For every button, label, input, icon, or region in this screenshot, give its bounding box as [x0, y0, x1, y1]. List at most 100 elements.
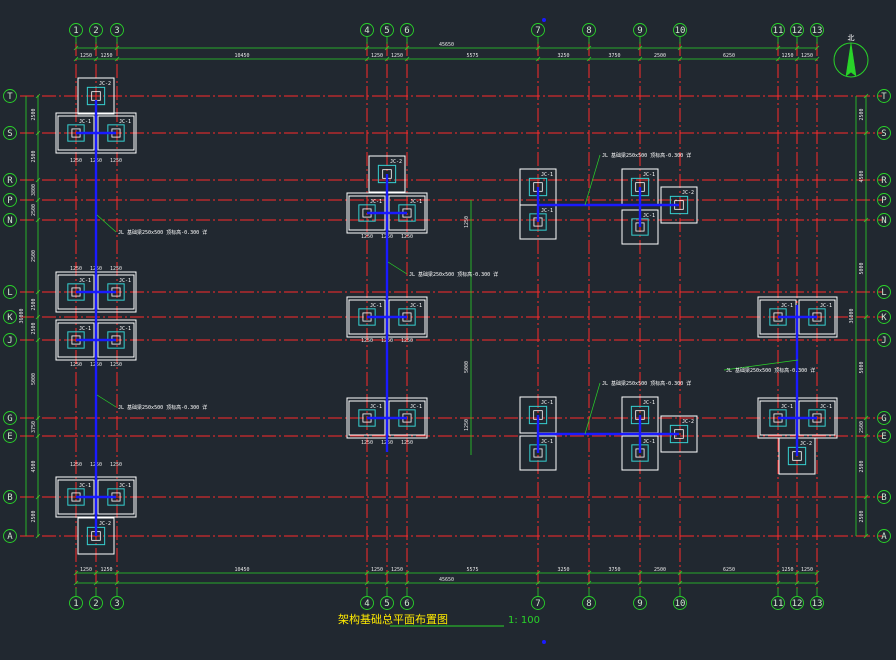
axis-bubble-right-yB-label: B: [881, 493, 886, 503]
axis-bubble-bottom-x7: 7: [531, 596, 545, 610]
dim-bottom-label-10: 6250: [723, 567, 735, 573]
dim-left-label-5: 2500: [31, 250, 37, 262]
foundation-beams: [76, 100, 817, 536]
axis-bubble-left-yT-label: T: [7, 92, 13, 102]
mid-vdim-1: 1250: [464, 216, 470, 228]
footing-x10-p-label: JC-2: [682, 190, 694, 196]
dim-bottom-tick: [73, 570, 79, 576]
mid-vdim-2: 5000: [464, 361, 470, 373]
footing-pair-j-a: JC-1: [57, 322, 95, 358]
axis-bubble-bottom-x11: 11: [771, 596, 785, 610]
axis-bubble-left-yB-circle: [3, 490, 17, 504]
axis-bubble-right-yK-label: K: [881, 313, 887, 323]
dim-bottom-tick: [93, 570, 99, 576]
dim-top-label-4: 1250: [371, 53, 383, 59]
dim-top-label-8: 3750: [608, 53, 620, 59]
dim-top-tick: [775, 56, 781, 62]
dim-bottom-tick: [73, 580, 79, 586]
axis-bubble-top-x2: 2: [89, 23, 103, 37]
axis-bubble-left-yA-label: A: [7, 532, 13, 542]
dim-bottom-tick: [794, 580, 800, 586]
dim-top-tick: [586, 45, 592, 51]
dim-right-total-label: 36000: [849, 308, 855, 323]
dim-right-label-3: 5000: [859, 262, 865, 274]
axis-bubble-top-x13-label: 13: [812, 26, 823, 36]
footing-x9-e-label: JC-1: [643, 439, 655, 445]
note-beam-mid: JL 基础梁250x500 顶标高-0.300 详: [409, 271, 498, 278]
note-beam-right-leader: [723, 359, 799, 371]
axis-bubble-right-yN: N: [877, 213, 891, 227]
footing-dim-right-3: 1250: [110, 462, 122, 468]
dim-top-total-label: 45650: [439, 42, 454, 48]
note-beam-mid-leader: [387, 261, 408, 275]
dim-bottom-label-4: 1250: [371, 567, 383, 573]
dim-right-label-1: 2500: [859, 108, 865, 120]
axis-bubble-left-yN: N: [3, 213, 17, 227]
dim-top-tick: [93, 45, 99, 51]
axis-bubble-left-yE: E: [3, 429, 17, 443]
footing-x9-g-label: JC-1: [643, 400, 655, 406]
dim-right-label-6: 2500: [859, 460, 865, 472]
footing-dim-left-3: 1250: [70, 462, 82, 468]
axis-bubble-left-yB: B: [3, 490, 17, 504]
axis-bubble-right-yR-circle: [877, 173, 891, 187]
dim-top-label-7: 3250: [557, 53, 569, 59]
axis-bubble-right-yA-label: A: [881, 532, 887, 542]
axis-bubble-top-x10-label: 10: [675, 26, 686, 36]
dim-bottom-label-2: 1250: [100, 567, 112, 573]
dim-left-tick: [35, 314, 41, 320]
axis-bubble-left-yE-circle: [3, 429, 17, 443]
dim-bottom-tick: [114, 570, 120, 576]
dim-right-tick: [863, 433, 869, 439]
axis-bubble-bottom-x8: 8: [582, 596, 596, 610]
footing-pair-j-b-label: JC-1: [119, 326, 131, 332]
dim-top-tick: [364, 56, 370, 62]
note-beam-bottom-cluster-leader: [584, 382, 601, 435]
dim-bottom-tick: [93, 580, 99, 586]
dim-bottom-tick: [114, 580, 120, 586]
compass-needle: [845, 42, 857, 77]
axis-bubble-top-x13: 13: [810, 23, 824, 37]
dim-left-label-3: 3800: [31, 184, 37, 196]
dim-top-label-9: 2500: [654, 53, 666, 59]
dim-right-tick: [863, 533, 869, 539]
axis-bubble-bottom-x3: 3: [110, 596, 124, 610]
dim-right-label-2: 4500: [859, 170, 865, 182]
axis-bubble-right-yL: L: [877, 285, 891, 299]
footing-x5-r-label: JC-2: [390, 159, 402, 165]
axis-bubble-right-yJ-circle: [877, 333, 891, 347]
dim-bottom-tick: [364, 580, 370, 586]
footing-pair-j-a-label: JC-1: [79, 326, 91, 332]
axis-bubble-right-yT: T: [877, 89, 891, 103]
dim-top-label-12: 1250: [801, 53, 813, 59]
axis-bubble-left-yT: T: [3, 89, 17, 103]
axis-bubble-top-x10: 10: [673, 23, 687, 37]
dim-right-tick: [863, 494, 869, 500]
axis-bubble-right-yN-circle: [877, 213, 891, 227]
axis-bubble-top-x3: 3: [110, 23, 124, 37]
note-beam-top-cluster: JL 基础梁250x500 顶标高-0.300 详: [602, 152, 691, 159]
axis-bubble-right-yJ-label: J: [881, 336, 886, 346]
note-beam-left-lower: JL 基础梁250x500 顶标高-0.300 详: [118, 404, 207, 411]
dim-right-tick: [863, 93, 869, 99]
note-beam-right: JL 基础梁250x500 顶标高-0.300 详: [726, 367, 815, 374]
footing-pair-l-b-label: JC-1: [119, 278, 131, 284]
footing-dim-mid-col-left-0: 1250: [361, 234, 373, 240]
dim-bottom-label-6: 5575: [466, 567, 478, 573]
dim-bottom-tick: [637, 580, 643, 586]
axis-bubble-left-yK-circle: [3, 310, 17, 324]
dim-top-tick: [637, 56, 643, 62]
axis-bubble-left-yR-circle: [3, 173, 17, 187]
dim-left-tick: [35, 289, 41, 295]
axis-bubble-right-yT-label: T: [881, 92, 887, 102]
axis-bubble-right-yB: B: [877, 490, 891, 504]
footing-dim-right-2: 1250: [110, 362, 122, 368]
dim-top-label-5: 1250: [391, 53, 403, 59]
axis-bubble-left-yS: S: [3, 126, 17, 140]
axis-bubble-top-x7-label: 7: [535, 26, 540, 36]
axis-bubble-left-yK-label: K: [7, 313, 13, 323]
axis-bubble-right-yT-circle: [877, 89, 891, 103]
dim-top-label-10: 6250: [723, 53, 735, 59]
